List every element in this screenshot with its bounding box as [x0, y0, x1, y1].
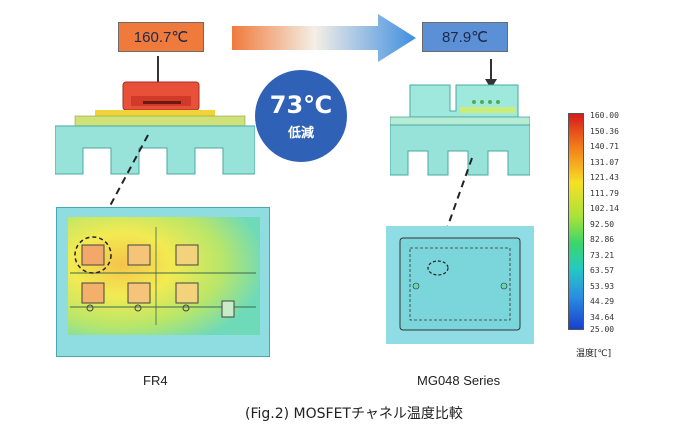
scale-tick: 131.07 [590, 157, 619, 167]
reduction-badge: 73℃ 低減 [255, 70, 347, 162]
scale-tick: 53.93 [590, 281, 615, 291]
right-temperature-box: 87.9℃ [422, 22, 508, 52]
scale-tick: 34.64 [590, 312, 615, 322]
scale-tick: 111.79 [590, 188, 619, 198]
left-temperature-box: 160.7℃ [118, 22, 204, 52]
fr4-cross-section [55, 56, 255, 175]
fr4-label: FR4 [143, 373, 168, 388]
scale-tick: 160.00 [590, 111, 619, 120]
scale-tick: 25.00 [590, 325, 615, 334]
scale-tick: 140.71 [590, 142, 619, 151]
figure-caption: (Fig.2) MOSFETチャネル温度比較 [245, 406, 463, 422]
scale-tick: 73.21 [590, 250, 615, 260]
scale-tick: 92.50 [590, 219, 615, 229]
scale-tick: 102.14 [590, 204, 619, 213]
left-temperature-value: 160.7℃ [133, 29, 189, 46]
scale-unit-label: 温度[℃] [576, 349, 612, 359]
mg048-cross-section [390, 59, 530, 176]
scale-ticks: 160.00 150.36 140.71 131.07 121.43 111.7… [590, 111, 634, 334]
mg048-label: MG048 Series [417, 373, 501, 388]
scale-tick: 121.43 [590, 173, 619, 182]
fr4-thermal-board [56, 207, 270, 357]
scale-tick: 63.57 [590, 266, 615, 275]
temperature-color-scale [568, 113, 584, 330]
scale-tick: 150.36 [590, 126, 619, 136]
comparison-arrow [232, 14, 416, 62]
reduction-text: 低減 [287, 125, 314, 141]
right-temperature-value: 87.9℃ [441, 29, 489, 46]
scale-tick: 82.86 [590, 235, 615, 244]
mg048-thermal-board [386, 226, 534, 344]
reduction-value: 73℃ [269, 90, 333, 119]
scale-tick: 44.29 [590, 297, 615, 306]
